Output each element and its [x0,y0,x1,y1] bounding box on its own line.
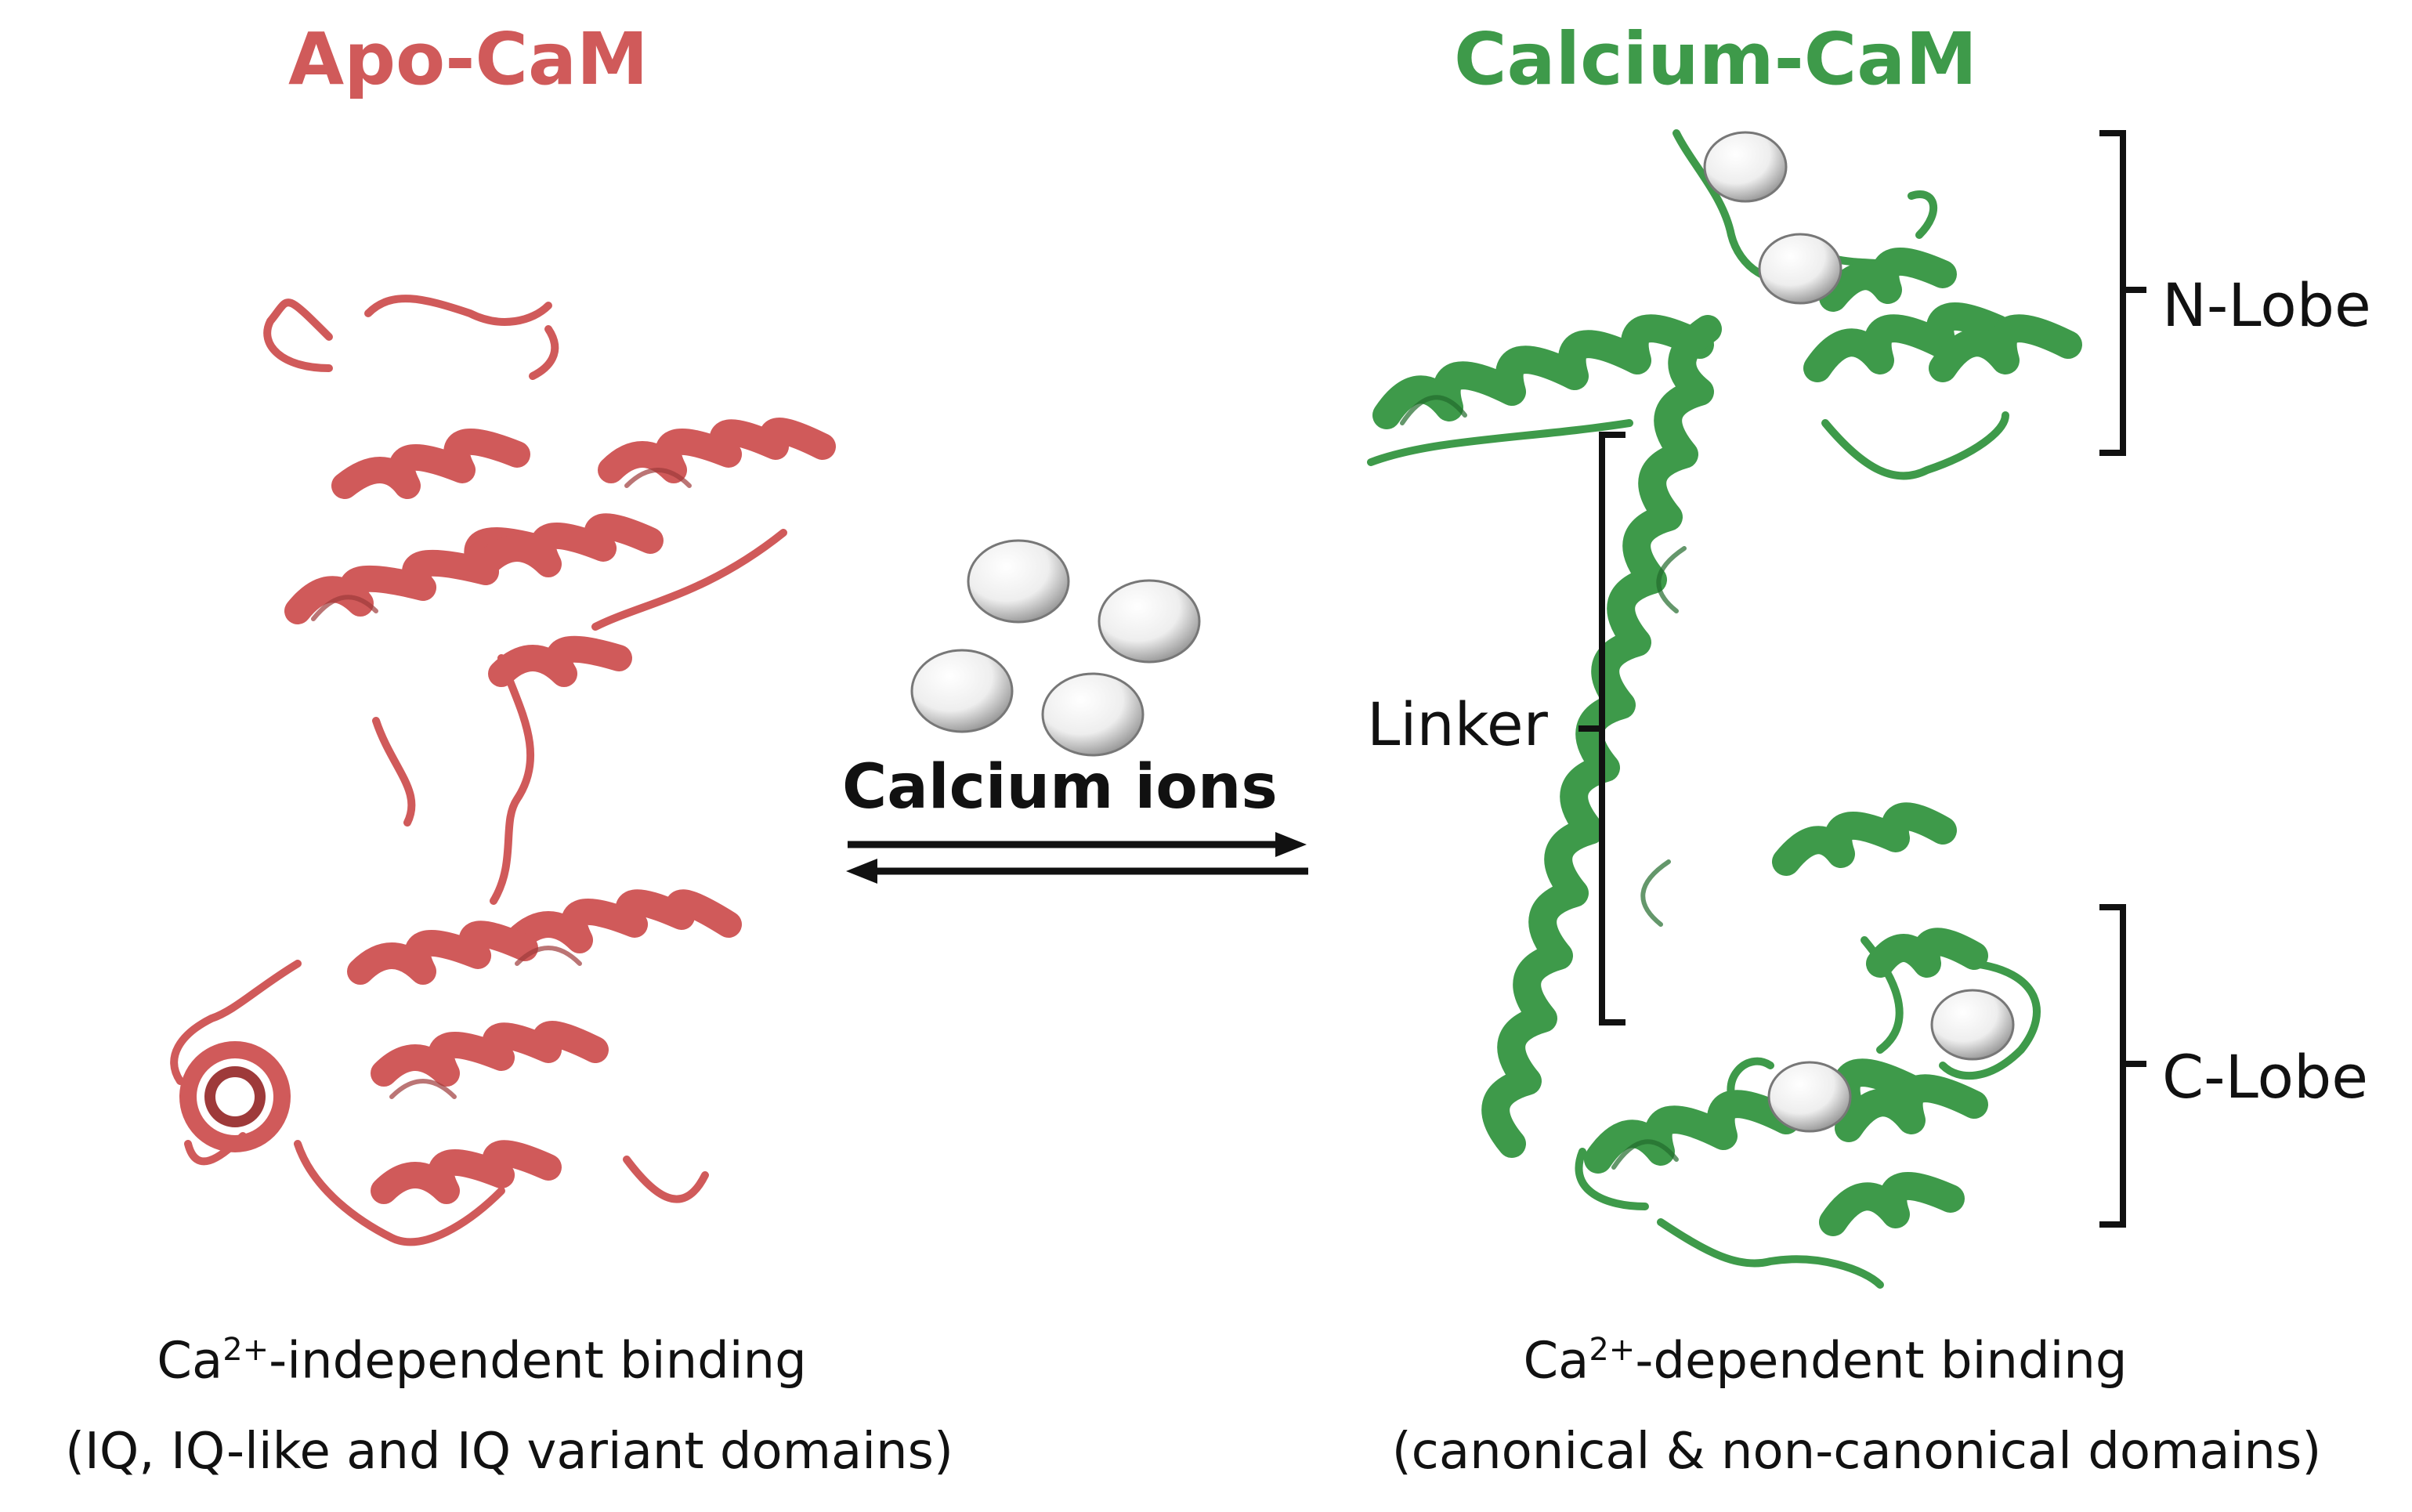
free-calcium-ions [910,539,1201,757]
c-lobe-label: C-Lobe [2162,1042,2368,1112]
calcium-cam-title: Calcium-CaM [1454,17,1977,101]
calcium-ion [1041,672,1145,757]
ca-caption-line1: Ca2+-dependent binding [1473,1332,2178,1390]
c-lobe-bracket [2099,904,2146,1228]
reverse-arrow [846,859,1308,884]
bound-calcium-ion [1703,131,1788,203]
apo-loops [170,295,787,1246]
ca-caption-charge: 2+ [1589,1332,1636,1368]
brackets [1578,130,2146,1228]
forward-arrow [848,832,1307,857]
bound-calcium-ions [1703,131,2015,1133]
apo-cam-title: Apo-CaM [288,17,649,101]
apo-caption-line2: (IQ, IQ-like and IQ variant domains) [65,1423,953,1481]
apo-caption-ca: Ca [157,1332,223,1391]
equilibrium-arrows [846,832,1308,884]
apo-helices [284,418,836,1204]
calcium-ion [967,539,1070,624]
ca-caption-rest: -dependent binding [1635,1332,2128,1391]
bound-calcium-ion [1767,1061,1852,1133]
apo-shading [311,468,692,1099]
ca-caption-ca: Ca [1523,1332,1589,1391]
n-lobe-bracket [2099,130,2146,456]
apo-cam-structure [170,295,836,1246]
calcium-ion [1098,579,1201,664]
apo-caption-charge: 2+ [222,1332,269,1368]
bound-calcium-ion [1758,233,1842,305]
apo-caption-rest: -independent binding [269,1332,807,1391]
linker-bracket [1578,432,1625,1025]
apo-caption-line1: Ca2+-independent binding [118,1332,846,1390]
ca-shading [1400,395,1687,1170]
bound-calcium-ion [1930,989,2015,1061]
apo-end-helix [179,1041,291,1152]
ca-caption-line2: (canonical & non-canonical domains) [1391,1423,2322,1481]
calcium-ion [910,649,1014,733]
calcium-ions-label: Calcium ions [842,752,1278,823]
linker-label: Linker [1367,689,1548,759]
n-lobe-label: N-Lobe [2162,270,2371,340]
